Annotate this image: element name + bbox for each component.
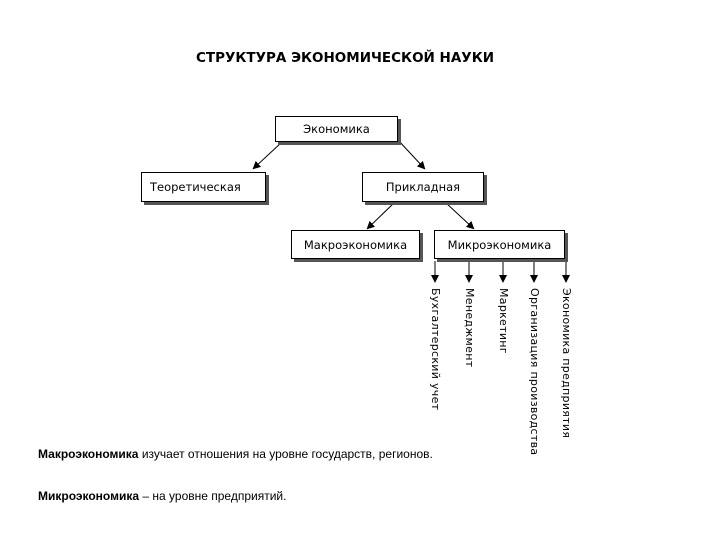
arrow-applied-micro: [445, 202, 475, 230]
micro-branch-2: Организация производства: [528, 288, 541, 456]
micro-branch-4: Менеджмент: [463, 288, 476, 368]
page-title: СТРУКТУРА ЭКОНОМИЧЕСКОЙ НАУКИ: [195, 50, 495, 66]
micro-note-term: Микроэкономика: [38, 489, 140, 503]
macro-note-text: изучает отношения на уровне государств, …: [138, 447, 433, 461]
arrow-economics-theoretical: [252, 141, 283, 170]
node-micro-label: Микроэкономика: [447, 237, 552, 252]
micro-note: Микроэкономика – на уровне предприятий.: [38, 489, 286, 503]
arrow-economics-applied: [397, 139, 426, 170]
micro-branch-3: Маркетинг: [497, 288, 510, 354]
micro-branch-1: Экономика предприятия: [560, 288, 573, 439]
node-economics-label: Экономика: [303, 122, 370, 136]
node-applied-label: Прикладная: [385, 180, 461, 194]
node-macro: Макроэкономика: [291, 230, 420, 259]
micro-note-text: – на уровне предприятий.: [139, 489, 287, 503]
arrow-applied-macro: [366, 202, 395, 230]
node-applied: Прикладная: [362, 172, 484, 202]
node-micro: Микроэкономика: [434, 230, 565, 259]
node-theoretical: Теоретическая: [141, 172, 266, 202]
macro-note-term: Макроэкономика: [38, 447, 139, 461]
node-macro-label: Макроэкономика: [303, 237, 408, 252]
macro-note: Макроэкономика изучает отношения на уров…: [38, 447, 433, 461]
node-theoretical-label: Теоретическая: [150, 180, 241, 194]
micro-branch-5: Бухгалтерский учет: [429, 288, 442, 411]
node-economics: Экономика: [275, 116, 398, 142]
